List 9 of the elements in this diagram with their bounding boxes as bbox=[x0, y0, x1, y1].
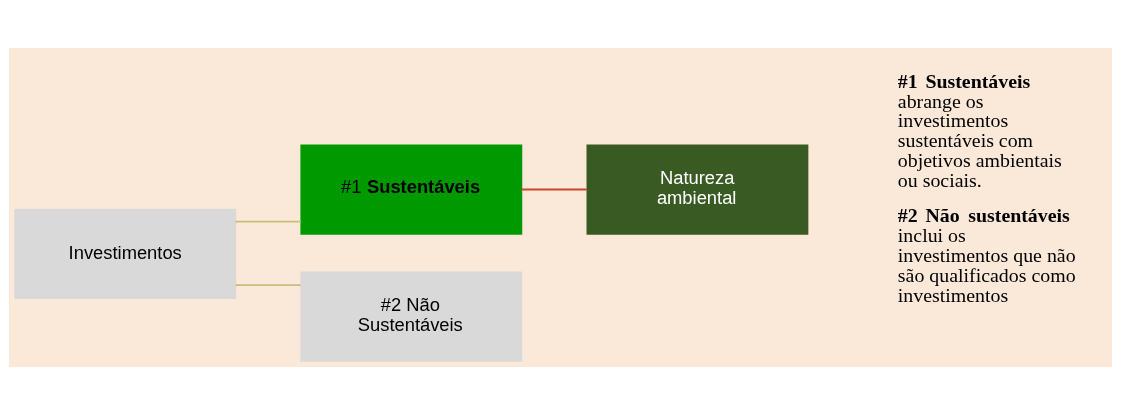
connector bbox=[234, 283, 302, 286]
label: #2 Não sustentáveis inclui os investimentos que não são qualificados como investimentos bbox=[897, 203, 1076, 306]
connector bbox=[520, 188, 588, 190]
node-box: #1 Sustentáveis bbox=[300, 143, 523, 235]
connector bbox=[234, 220, 302, 223]
label: #1 Sustentáveis abrange os investimentos sustentáveis com objetivos ambientais ou sociais. bbox=[897, 69, 1062, 191]
node-box: Investimentos bbox=[14, 208, 237, 299]
node-box: Natureza ambiental bbox=[586, 143, 809, 235]
node-box: #2 Não Sustentáveis bbox=[300, 270, 523, 362]
